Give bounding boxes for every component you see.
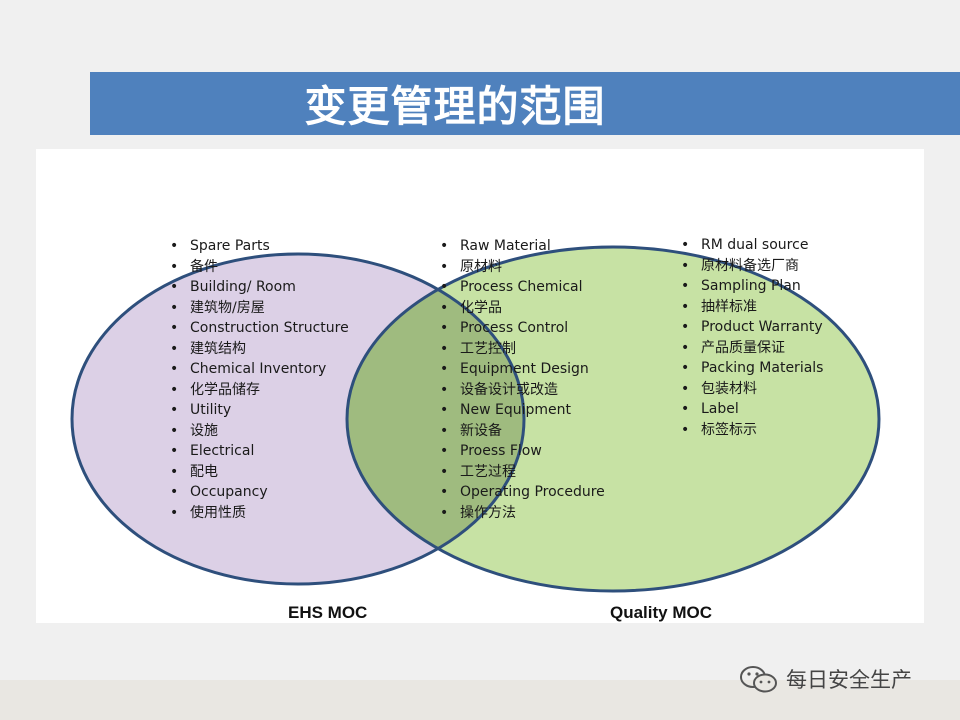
overlap-list-item: 原材料: [436, 257, 605, 278]
ehs-list-item: Spare Parts: [166, 236, 349, 257]
watermark: 每日安全生产: [738, 663, 912, 695]
quality-list-item: 标签标示: [677, 420, 823, 441]
overlap-items-list: Raw Material原材料Process Chemical化学品Proces…: [436, 236, 605, 523]
ehs-list-item: Construction Structure: [166, 318, 349, 339]
overlap-list-item: New Equipment: [436, 400, 605, 421]
watermark-text: 每日安全生产: [786, 668, 912, 692]
quality-list-item: 包装材料: [677, 379, 823, 400]
overlap-list-item: Process Control: [436, 318, 605, 339]
overlap-list-item: 设备设计或改造: [436, 380, 605, 401]
bottom-band: [0, 680, 960, 720]
ehs-list-item: Occupancy: [166, 482, 349, 503]
ehs-moc-label: EHS MOC: [288, 603, 368, 622]
ehs-list-item: 建筑物/房屋: [166, 298, 349, 319]
ehs-list-item: 使用性质: [166, 503, 349, 524]
ehs-list-item: 配电: [166, 462, 349, 483]
quality-list-item: 原材料备选厂商: [677, 256, 823, 277]
ehs-list-item: Building/ Room: [166, 277, 349, 298]
overlap-list-item: 新设备: [436, 421, 605, 442]
ehs-items-list: Spare Parts备件Building/ Room建筑物/房屋Constru…: [166, 236, 349, 523]
slide-title: 变更管理的范围: [304, 82, 606, 131]
title-bar: 变更管理的范围: [90, 72, 960, 135]
ehs-list-item: Chemical Inventory: [166, 359, 349, 380]
wechat-icon: [740, 666, 777, 693]
overlap-list-item: Proess Flow: [436, 441, 605, 462]
ehs-list-item: Utility: [166, 400, 349, 421]
ehs-list-item: 设施: [166, 421, 349, 442]
overlap-list-item: Equipment Design: [436, 359, 605, 380]
overlap-list-item: 工艺控制: [436, 339, 605, 360]
quality-list-item: RM dual source: [677, 235, 823, 256]
overlap-list-item: Operating Procedure: [436, 482, 605, 503]
overlap-list-item: Raw Material: [436, 236, 605, 257]
ehs-list-item: Electrical: [166, 441, 349, 462]
quality-moc-label: Quality MOC: [610, 603, 713, 622]
quality-list-item: 产品质量保证: [677, 338, 823, 359]
ehs-list-item: 建筑结构: [166, 339, 349, 360]
overlap-list-item: 工艺过程: [436, 462, 605, 483]
quality-list-item: Label: [677, 399, 823, 420]
overlap-list-item: Process Chemical: [436, 277, 605, 298]
overlap-list-item: 化学品: [436, 298, 605, 319]
ehs-list-item: 化学品储存: [166, 380, 349, 401]
quality-list-item: Sampling Plan: [677, 276, 823, 297]
quality-list-item: Packing Materials: [677, 358, 823, 379]
ehs-list-item: 备件: [166, 257, 349, 278]
quality-list-item: 抽样标准: [677, 297, 823, 318]
quality-list-item: Product Warranty: [677, 317, 823, 338]
overlap-list-item: 操作方法: [436, 503, 605, 524]
quality-items-list: RM dual source原材料备选厂商Sampling Plan抽样标准Pr…: [677, 235, 823, 440]
